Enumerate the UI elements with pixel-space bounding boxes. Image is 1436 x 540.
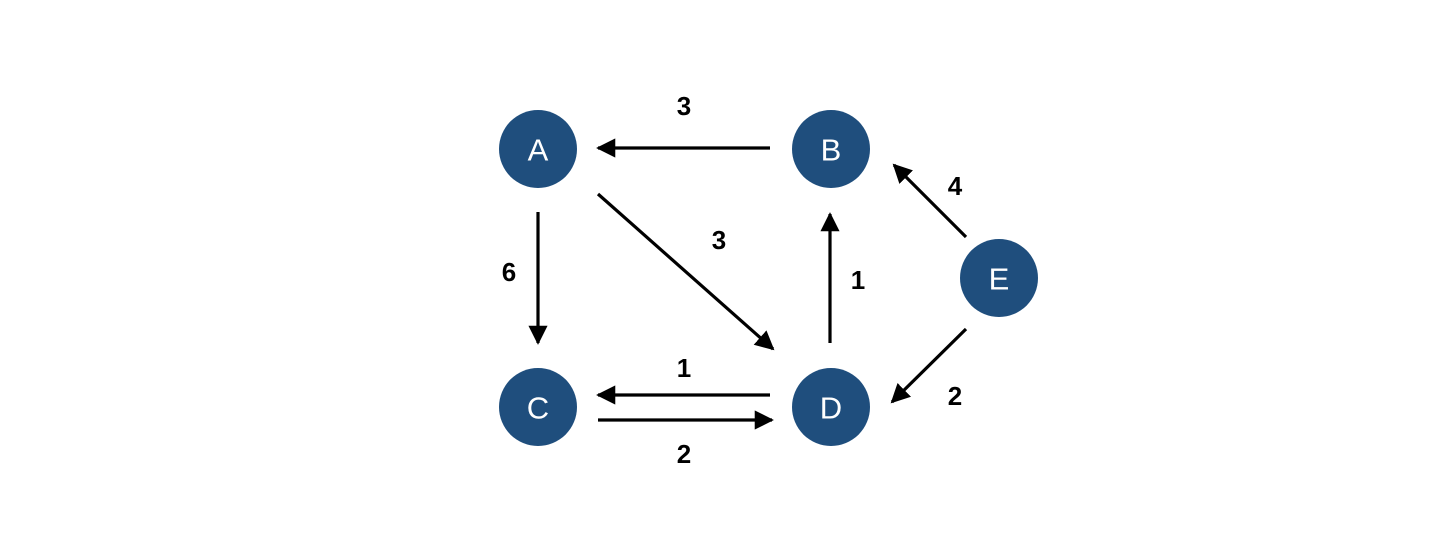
weight-a-d: 3: [712, 225, 726, 255]
weight-e-d: 2: [948, 381, 962, 411]
weight-d-c: 1: [677, 353, 691, 383]
node-c: C: [499, 368, 577, 446]
edge-weights: 3 3 6 1 1 2 4 2: [502, 91, 963, 469]
node-d-label: D: [820, 391, 842, 426]
node-b: B: [792, 110, 870, 188]
weight-a-c: 6: [502, 257, 516, 287]
edge-a-d: [596, 192, 775, 351]
nodes: A B C D E: [499, 110, 1038, 446]
edge-e-d: [890, 327, 968, 404]
node-a: A: [499, 110, 577, 188]
weight-b-a: 3: [677, 91, 691, 121]
node-e-circle: [960, 239, 1038, 317]
node-c-circle: [499, 368, 577, 446]
edge-e-b: [892, 163, 968, 239]
node-a-circle: [499, 110, 577, 188]
node-a-label: A: [528, 133, 549, 168]
node-b-circle: [792, 110, 870, 188]
edges: [528, 138, 968, 430]
node-e: E: [960, 239, 1038, 317]
weight-d-b: 1: [851, 265, 865, 295]
node-d: D: [792, 368, 870, 446]
weight-c-d: 2: [677, 439, 691, 469]
node-d-circle: [792, 368, 870, 446]
node-e-label: E: [989, 262, 1010, 297]
node-c-label: C: [527, 391, 549, 426]
node-b-label: B: [821, 133, 842, 168]
weight-e-b: 4: [948, 171, 963, 201]
